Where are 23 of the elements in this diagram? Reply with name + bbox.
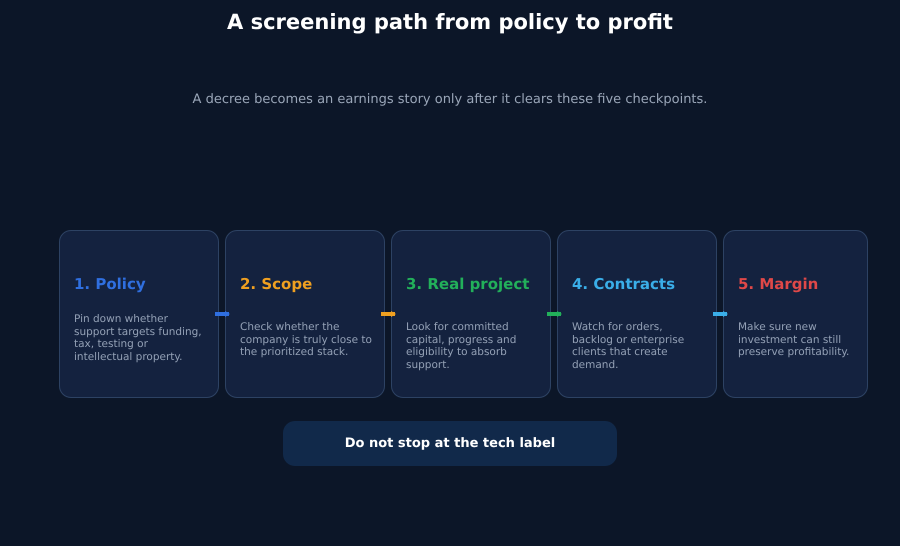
callout-text: Do not stop at the tech label	[344, 436, 556, 451]
step-heading: 1. Policy	[74, 275, 146, 293]
step-card	[723, 230, 868, 398]
step-heading: 5. Margin	[738, 275, 818, 293]
title: A screening path from policy to profit	[226, 10, 674, 34]
step-description: Watch for orders, backlog or enterprise clients that create demand.	[572, 321, 686, 371]
arrow	[547, 311, 562, 317]
step-card	[59, 230, 219, 398]
arrow	[713, 311, 728, 317]
step-card	[225, 230, 385, 398]
step-card	[557, 230, 717, 398]
step-description: Make sure new investment can still preserve profitability.	[738, 321, 850, 358]
step-heading: 2. Scope	[240, 275, 312, 293]
arrow	[381, 311, 396, 317]
subtitle: A decree becomes an earnings story only after it clears these five checkpoints.	[192, 92, 708, 107]
step-description: Look for committed capital, progress and eligibility to absorb support.	[406, 321, 518, 371]
step-description: Pin down whether support targets funding, tax, testing or intellectual property.	[74, 313, 203, 363]
arrow	[215, 311, 230, 317]
callout-box	[283, 421, 617, 466]
step-heading: 3. Real project	[406, 275, 530, 293]
step-heading: 4. Contracts	[572, 275, 676, 293]
step-card	[391, 230, 551, 398]
step-description: Check whether the company is truly close to the prioritized stack.	[240, 321, 373, 358]
